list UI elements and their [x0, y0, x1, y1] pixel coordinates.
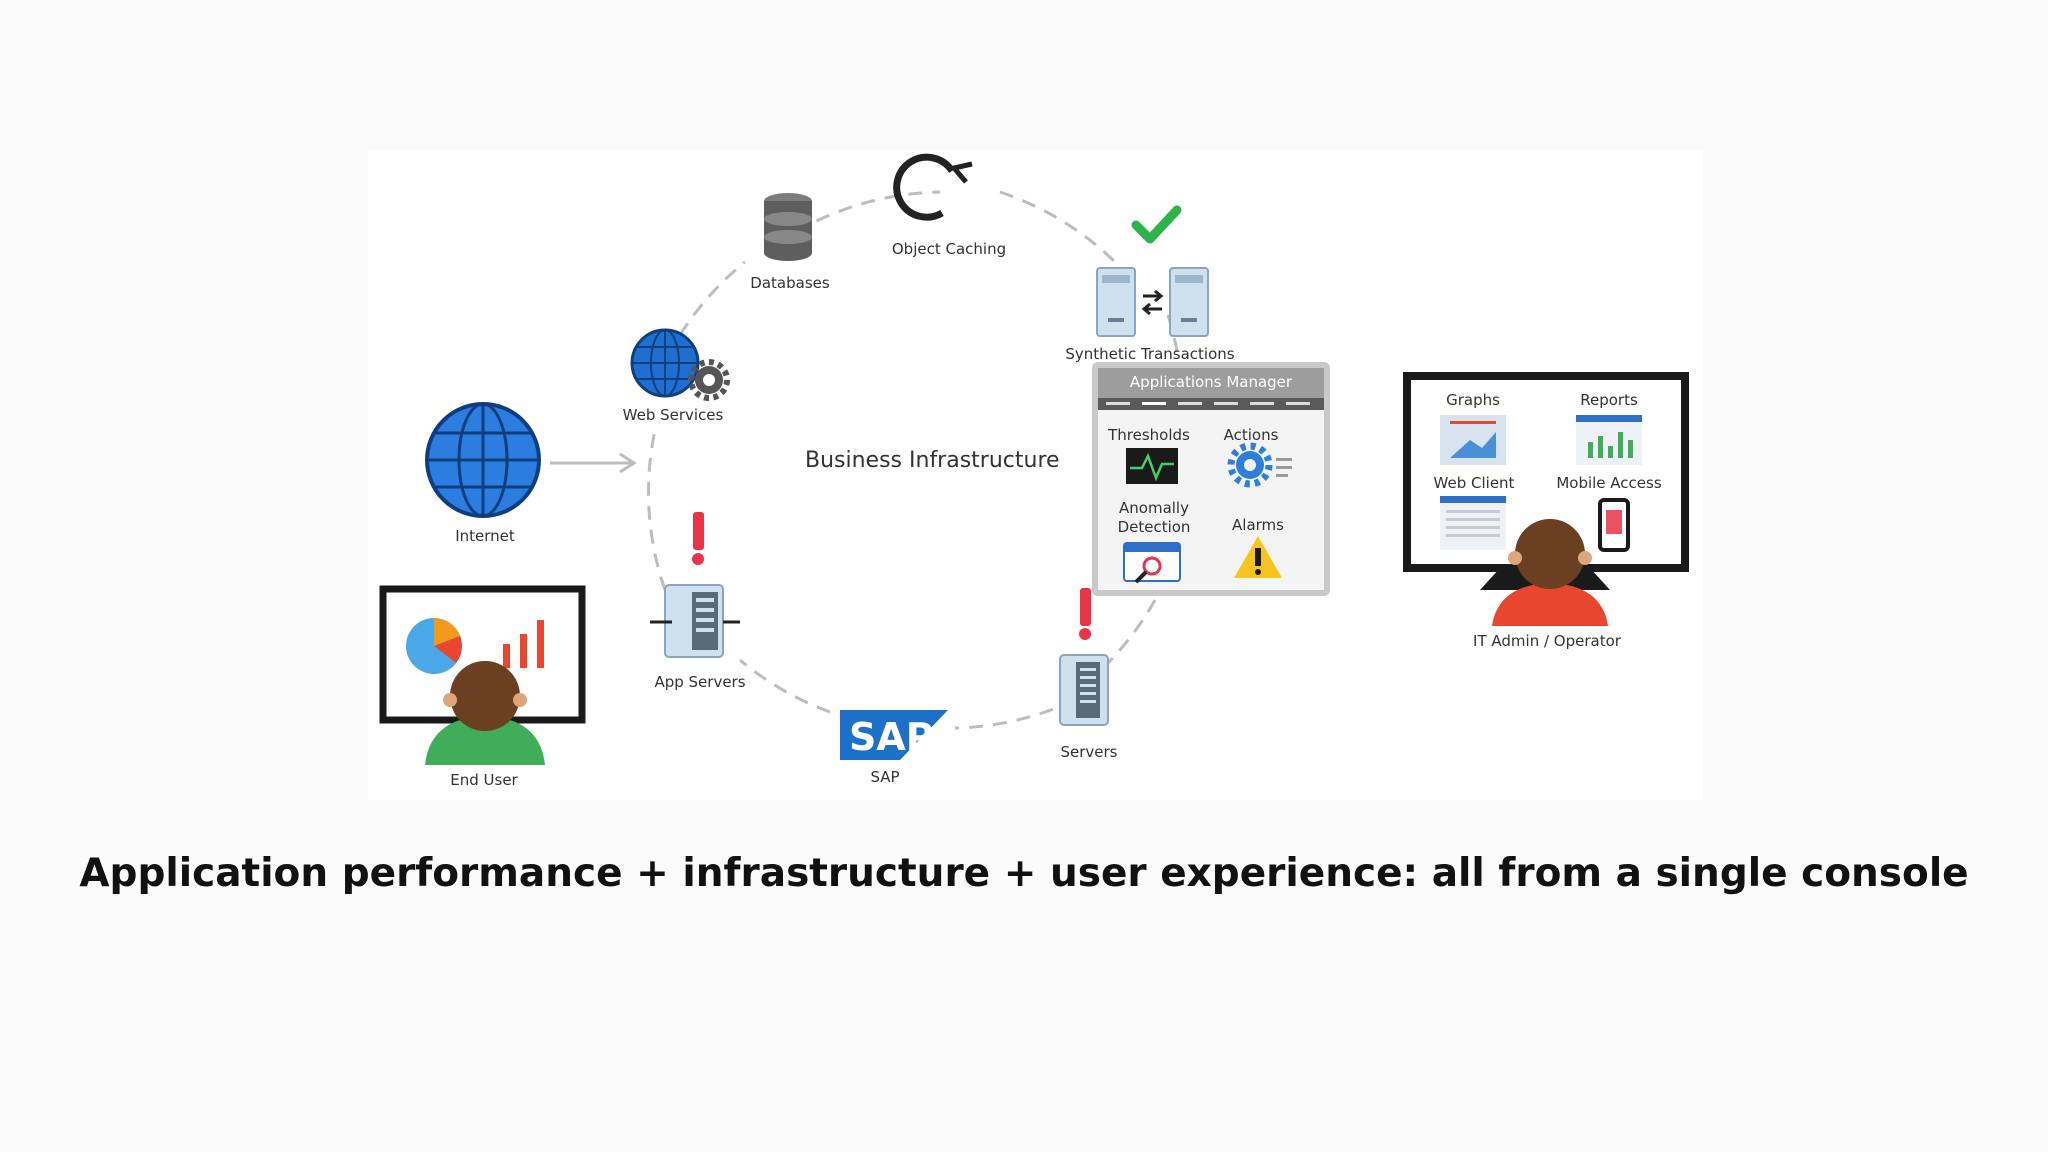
- applications-manager-tabs: [1098, 398, 1324, 410]
- threshold-graph-icon: [1126, 448, 1178, 484]
- database-icon: [764, 193, 812, 261]
- end-user-person: [425, 661, 545, 765]
- svg-text:SAP: SAP: [849, 715, 934, 759]
- synthetic-servers-icon: [1096, 267, 1209, 337]
- app-servers-label: App Servers: [654, 673, 746, 691]
- mobile-access-label: Mobile Access: [1556, 474, 1662, 492]
- internet-label: Internet: [455, 527, 515, 545]
- refresh-cycle-icon: [893, 153, 973, 221]
- servers-label: Servers: [1060, 743, 1118, 761]
- applications-manager-title: Applications Manager: [1098, 368, 1324, 398]
- end-user-label: End User: [450, 771, 518, 789]
- internet-arrow: [550, 452, 637, 474]
- anomaly-detection-icon: [1123, 542, 1181, 584]
- alarms-label: Alarms: [1232, 516, 1284, 534]
- thresholds-label: Thresholds: [1108, 426, 1190, 444]
- object-caching-label: Object Caching: [891, 240, 1007, 258]
- actions-label: Actions: [1223, 426, 1279, 444]
- internet-globe-icon: [425, 402, 541, 518]
- server-icon: [1059, 654, 1109, 726]
- anomaly-label-line1: Anomally: [1119, 499, 1189, 517]
- applications-manager-icons: [1123, 442, 1292, 584]
- servers-alert-icon: [1079, 588, 1091, 640]
- gear-icon: [1227, 442, 1292, 488]
- app-server-icon: [650, 584, 740, 658]
- sap-logo: SAP: [840, 710, 948, 760]
- web-services-icon: [630, 328, 730, 401]
- check-icon: [1131, 205, 1182, 244]
- applications-manager-panel: Applications Manager Thresholds Actions …: [1092, 362, 1330, 596]
- web-client-label: Web Client: [1433, 474, 1515, 492]
- warning-icon: [1234, 536, 1282, 578]
- business-infrastructure-label: Business Infrastructure: [805, 448, 1060, 473]
- it-admin-label: IT Admin / Operator: [1473, 632, 1621, 650]
- caption: Application performance + infrastructure…: [79, 851, 1969, 896]
- graphs-label: Graphs: [1446, 391, 1500, 409]
- synthetic-transactions-label: Synthetic Transactions: [1065, 345, 1235, 363]
- sap-label: SAP: [870, 768, 900, 786]
- it-admin-person: [1492, 519, 1608, 626]
- databases-label: Databases: [750, 274, 830, 292]
- anomaly-label-line2: Detection: [1117, 518, 1191, 536]
- web-services-label: Web Services: [622, 406, 724, 424]
- reports-label: Reports: [1580, 391, 1638, 409]
- app-servers-alert-icon: [692, 512, 704, 565]
